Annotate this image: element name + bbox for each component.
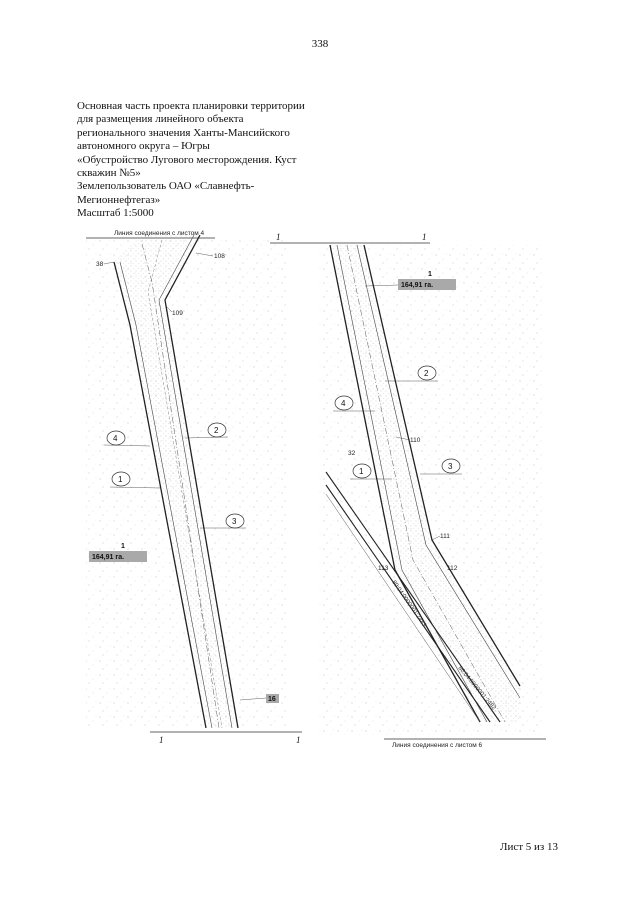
match-line-label: Линия соединения с листом 6 xyxy=(392,742,483,749)
leader-line xyxy=(395,436,411,441)
match-line-label: Линия соединения с листом 4 xyxy=(114,230,205,237)
title-line: Мегионнефтегаз» xyxy=(77,193,161,206)
page-number: 338 xyxy=(311,38,329,50)
title-line: для размещения линейного объекта xyxy=(77,113,244,126)
crossing-road-b xyxy=(325,484,491,723)
left-sheet: Линия соединения с листом 4 38 108 109 4… xyxy=(86,230,302,745)
circled-label-3: 3 xyxy=(200,513,246,529)
circled-label-text: 3 xyxy=(448,462,453,471)
title-line: Землепользователь ОАО «Славнефть- xyxy=(77,180,255,193)
title-line: автономного округа – Югры xyxy=(77,140,210,153)
title-line: скважин №5» xyxy=(77,167,141,180)
point-label: 113 xyxy=(378,565,389,572)
circled-label-text: 1 xyxy=(118,475,123,484)
circled-label-3: 3 xyxy=(420,458,462,475)
leader-line xyxy=(239,697,267,701)
left-corridor-edge-outer xyxy=(113,261,207,729)
circled-label-4: 4 xyxy=(333,395,375,412)
point-tag-bg xyxy=(266,694,279,703)
point-label: 112 xyxy=(447,565,458,572)
circled-label-text: 4 xyxy=(341,399,346,408)
circled-label-text: 2 xyxy=(424,369,429,378)
point-label: 110 xyxy=(410,437,421,444)
crossing-road-a xyxy=(325,471,501,723)
circled-label-2: 2 xyxy=(385,365,438,382)
right-centerline xyxy=(346,244,506,723)
right-corridor-edge-left xyxy=(329,244,481,723)
leader-line xyxy=(195,252,214,257)
crossing-road-c xyxy=(325,493,481,723)
title-line: «Обустройство Лугового месторождения. Ку… xyxy=(77,153,297,166)
point-label: 108 xyxy=(214,253,225,260)
leader-line xyxy=(164,304,173,313)
point-label: 109 xyxy=(172,310,183,317)
section-mark: 1 xyxy=(276,232,281,242)
point-label: 111 xyxy=(440,533,450,540)
section-mark: 1 xyxy=(422,232,427,242)
area-tag: 1 164,91 га. xyxy=(364,271,456,290)
point-label: 32 xyxy=(348,450,356,457)
section-mark: 1 xyxy=(159,735,164,745)
left-corridor-edge-right xyxy=(164,234,239,729)
right-corridor xyxy=(330,245,520,722)
title-line: регионального значения Ханты-Мансийского xyxy=(77,126,290,139)
area-tag-number: 1 xyxy=(428,271,432,278)
right-sheet: 1 1 80:04:0000001:2483 86:04:0000001:248… xyxy=(270,232,546,749)
circled-label-4: 4 xyxy=(103,430,151,447)
title-block: Основная часть проекта планировки террит… xyxy=(77,100,367,221)
left-corridor-edge-right-inner xyxy=(158,234,233,729)
circled-label-1: 1 xyxy=(350,463,392,480)
left-corridor-edge-inner xyxy=(119,261,213,729)
circled-label-text: 3 xyxy=(232,517,237,526)
leader-line xyxy=(103,261,115,265)
section-mark: 1 xyxy=(296,735,301,745)
area-tag: 1 164,91 га. xyxy=(89,543,147,562)
point-label: 38 xyxy=(96,261,104,268)
circled-label-text: 1 xyxy=(359,467,364,476)
title-line: Масштаб 1:5000 xyxy=(77,207,154,220)
circled-label-text: 4 xyxy=(113,434,118,443)
left-corridor xyxy=(114,235,238,728)
area-tag-area: 164,91 га. xyxy=(401,282,433,289)
left-centerline xyxy=(141,243,220,729)
left-centerline-2 xyxy=(147,239,223,729)
leader-line xyxy=(431,535,441,541)
right-corridor-edge-right-inner xyxy=(356,244,521,699)
circled-label-2: 2 xyxy=(184,422,229,439)
area-tag-number: 1 xyxy=(121,543,125,550)
circled-label-text: 2 xyxy=(214,426,219,435)
point-label: 16 xyxy=(268,696,276,703)
circled-label-1: 1 xyxy=(109,471,161,489)
sheet-number: Лист 5 из 13 xyxy=(500,841,559,853)
right-corridor-edge-left-inner xyxy=(336,244,488,723)
area-tag-area: 164,91 га. xyxy=(92,554,124,561)
title-line: Основная часть проекта планировки террит… xyxy=(77,100,305,112)
